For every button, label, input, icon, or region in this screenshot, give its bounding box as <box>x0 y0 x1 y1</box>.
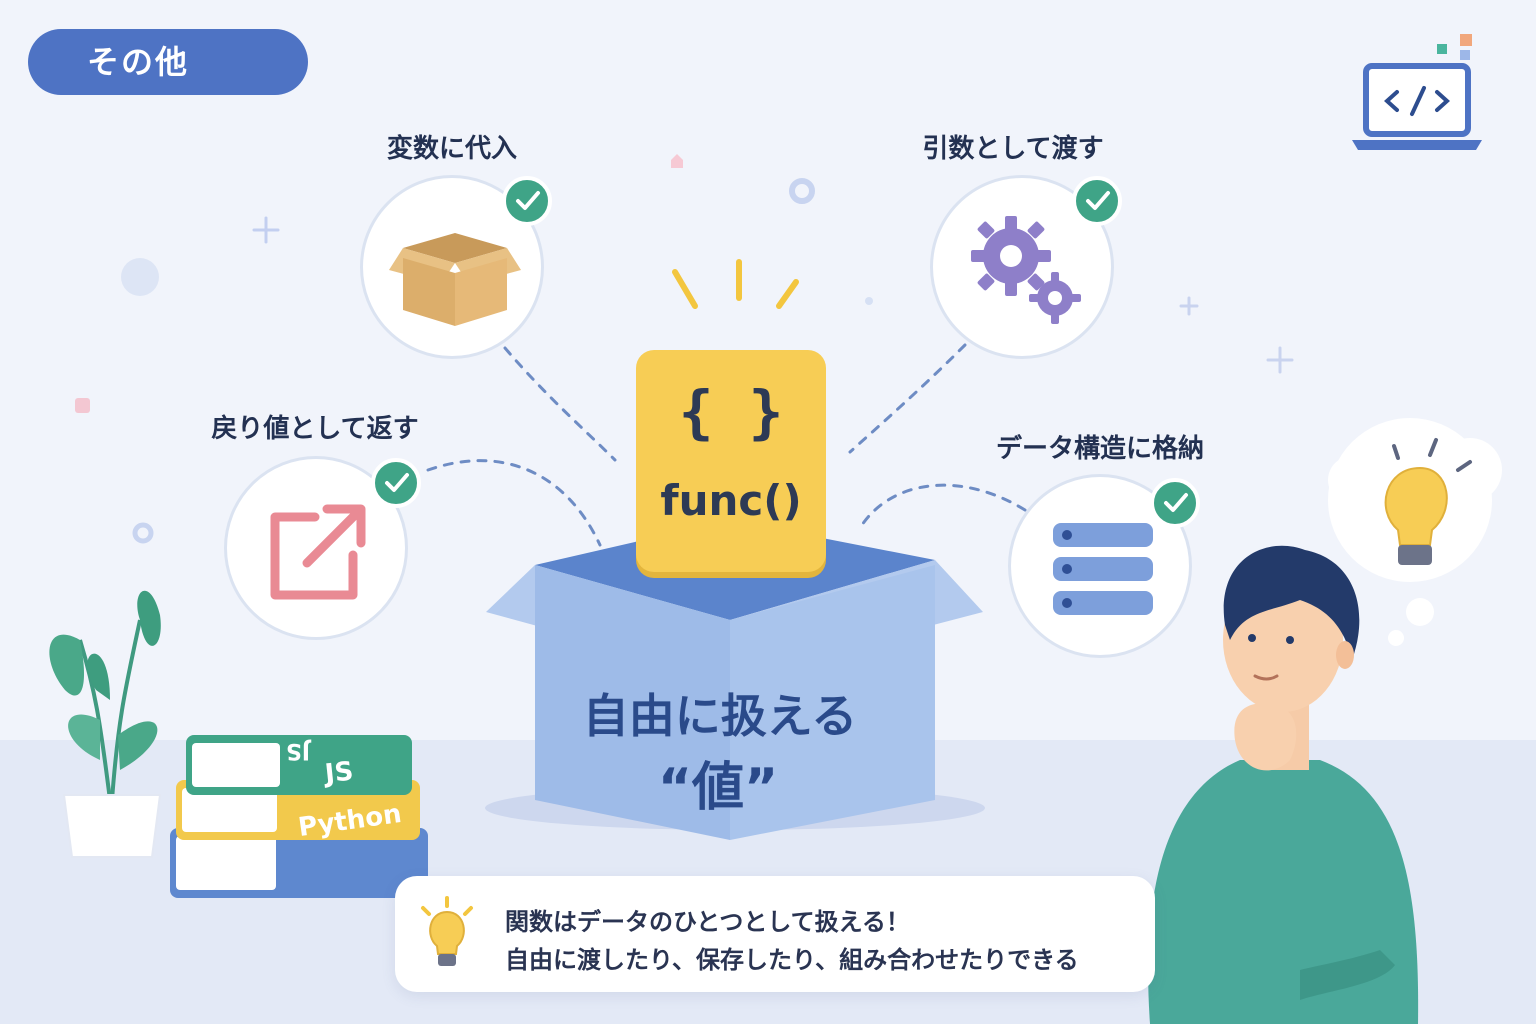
checkmark-icon <box>1164 493 1188 512</box>
decor-house <box>671 154 683 168</box>
decor-plus-1 <box>252 216 280 244</box>
external-arrow-icon <box>270 504 366 600</box>
function-card: { } func() <box>636 350 826 572</box>
laptop-code-icon <box>1352 34 1482 150</box>
feature-label-datastructure: データ構造に格納 <box>995 434 1205 464</box>
connector-return <box>426 459 602 547</box>
connector-variable <box>503 346 617 462</box>
checkmark-icon <box>385 473 409 492</box>
decor-plus-2 <box>1179 296 1294 374</box>
decor-dot <box>121 258 159 296</box>
connector-argument <box>848 343 967 454</box>
feature-label-argument: 引数として渡す <box>922 134 1104 164</box>
caption-line-2: 自由に渡したり、保存したり、組み合わせたりできる <box>505 946 1079 974</box>
checkmark-icon <box>516 191 540 210</box>
person-illustration <box>1148 545 1419 1024</box>
caption-line-1: 関数はデータのひとつとして扱える！ <box>505 908 910 936</box>
cardboard-box-icon <box>389 233 521 326</box>
code-brace-text: { } <box>678 378 784 446</box>
lightbulb-icon <box>421 896 473 966</box>
check-badge-variable <box>502 176 552 226</box>
book-label-middle: JS <box>323 756 355 790</box>
func-text: func() <box>660 476 802 525</box>
check-badge-return <box>371 458 421 508</box>
decor-ring-2 <box>132 522 154 544</box>
box-subtitle: “値” <box>657 758 779 818</box>
checkmark-icon <box>1086 191 1110 210</box>
decor-small-dot <box>865 297 873 305</box>
stacked-list-icon <box>1053 523 1153 615</box>
decor-square <box>75 398 90 413</box>
feature-label-return: 戻り値として返す <box>211 414 419 444</box>
open-box <box>486 520 983 840</box>
caption-box: 関数はデータのひとつとして扱える！ 自由に渡したり、保存したり、組み合わせたりで… <box>395 876 1155 992</box>
box-title: 自由に扱える <box>582 689 858 743</box>
check-badge-datastructure <box>1150 478 1200 528</box>
plant <box>49 590 162 858</box>
category-badge: その他 <box>28 29 308 95</box>
check-badge-argument <box>1072 176 1122 226</box>
connector-datastructure <box>858 483 1027 530</box>
book-label-top: JS <box>286 738 311 763</box>
thought-bubble <box>1328 418 1502 646</box>
gears-icon <box>971 216 1081 324</box>
feature-label-variable: 変数に代入 <box>386 134 518 164</box>
book-stack <box>170 735 428 898</box>
decor-ring <box>789 178 815 204</box>
